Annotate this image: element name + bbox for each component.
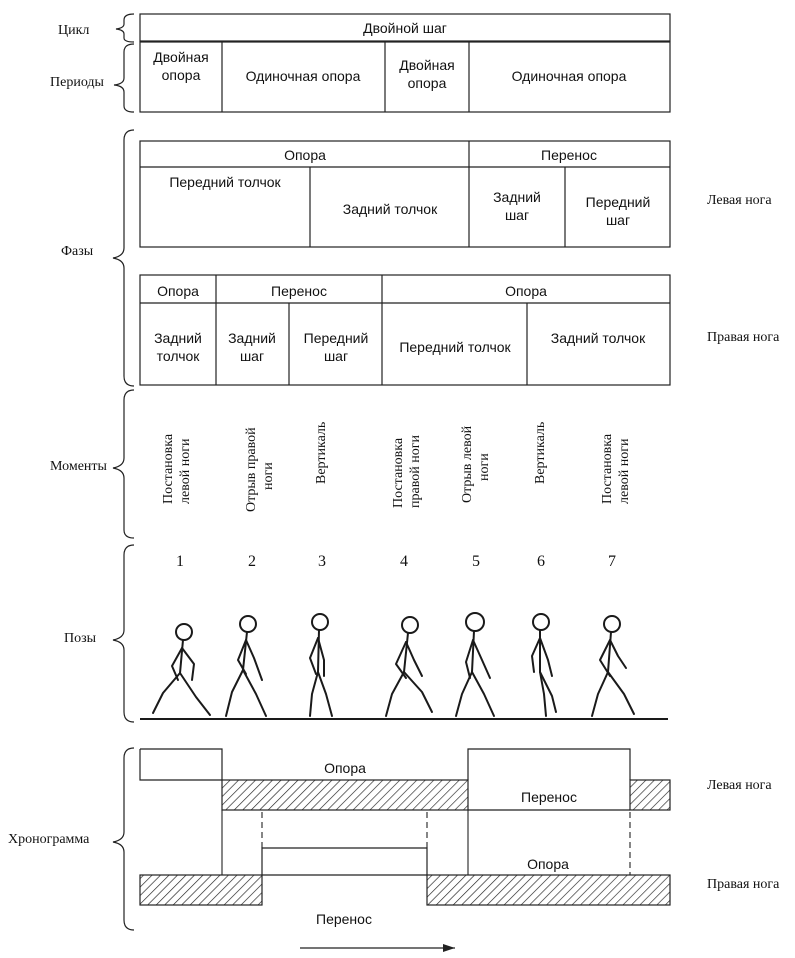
moments-group: Постановка левой ноги Отрыв правой ноги … xyxy=(161,422,632,512)
right-phase-support-1: Опора xyxy=(157,283,199,299)
chrono-right-hatch-1 xyxy=(139,874,263,906)
right-phase-front-step-line2: шаг xyxy=(324,348,348,364)
right-phase-front-step-line1: Передний xyxy=(304,330,369,346)
left-phase-front-push: Передний толчок xyxy=(169,174,281,190)
chrono-right-support-label: Опора xyxy=(527,856,569,872)
side-label-right-leg: Правая нога xyxy=(707,330,780,345)
left-phase-front-step-line1: Передний xyxy=(586,194,651,210)
chrono-right-hatch-2 xyxy=(426,874,671,906)
period-1-line2: опора xyxy=(162,67,201,83)
pose-figure-5 xyxy=(455,612,495,717)
pose-number-1: 1 xyxy=(176,553,184,570)
chrono-left-support-start xyxy=(139,748,223,781)
pose-number-6: 6 xyxy=(537,553,545,570)
left-phase-front-step-line2: шаг xyxy=(606,212,630,228)
moment-1-line2: левой ноги xyxy=(178,438,193,504)
right-phase-rear-step-line1: Задний xyxy=(228,330,276,346)
period-4-label: Одиночная опора xyxy=(512,68,627,84)
row-label-moments: Моменты xyxy=(50,459,108,474)
pose-numbers: 1 2 3 4 5 6 7 xyxy=(176,553,616,570)
braces xyxy=(112,13,135,931)
side-label-left-leg: Левая нога xyxy=(707,193,772,208)
chrono-left-end-hatch xyxy=(629,779,671,811)
brace-phases xyxy=(112,129,135,387)
pose-figure-2 xyxy=(225,615,267,717)
brace-poses xyxy=(112,544,135,723)
chrono-right-transfer-label: Перенос xyxy=(316,911,372,927)
period-1-line1: Двойная xyxy=(153,49,208,65)
left-phase-rear-step-line2: шаг xyxy=(505,207,529,223)
row-label-chronogram: Хронограмма xyxy=(8,832,90,847)
moment-7-line1: Постановка xyxy=(600,433,615,504)
pose-figure-6 xyxy=(531,613,557,717)
chrono-guides xyxy=(221,810,631,875)
cycle-box xyxy=(139,13,671,42)
row-label-periods: Периоды xyxy=(50,75,105,90)
brace-cycle xyxy=(115,13,135,43)
right-phase-rear-push-1-line2: толчок xyxy=(157,348,201,364)
row-label-phases: Фазы xyxy=(61,244,94,259)
pose-figure-1 xyxy=(152,623,211,716)
moment-5-line2: ноги xyxy=(477,453,492,481)
left-phase-support: Опора xyxy=(284,147,326,163)
pose-figure-3 xyxy=(309,613,333,717)
direction-arrow xyxy=(300,944,455,952)
right-phase-transfer: Перенос xyxy=(271,283,327,299)
moment-6-line1: Вертикаль xyxy=(533,422,548,484)
moment-7-line2: левой ноги xyxy=(617,438,632,504)
chronogram-left xyxy=(139,748,671,811)
brace-periods xyxy=(113,43,135,113)
left-phase-rear-step-line1: Задний xyxy=(493,189,541,205)
chronogram-right xyxy=(139,847,671,906)
moment-1-line1: Постановка xyxy=(161,433,176,504)
moment-3-line1: Вертикаль xyxy=(314,422,329,484)
periods-box xyxy=(139,41,671,113)
chrono-left-support-hatch xyxy=(221,779,469,811)
moment-5-line1: Отрыв левой xyxy=(460,425,475,503)
pose-number-3: 3 xyxy=(318,553,326,570)
cycle-label: Двойной шаг xyxy=(363,20,447,36)
right-phase-rear-step-line2: шаг xyxy=(240,348,264,364)
right-phase-support-2: Опора xyxy=(505,283,547,299)
row-label-cycle: Цикл xyxy=(58,23,89,38)
pose-number-7: 7 xyxy=(608,553,616,570)
right-phases-box xyxy=(139,274,671,386)
right-phase-rear-push-1-line1: Задний xyxy=(154,330,202,346)
moment-4-line2: правой ноги xyxy=(408,435,423,508)
right-phase-front-push: Передний толчок xyxy=(399,339,511,355)
chrono-left-transfer-box xyxy=(467,748,631,811)
pose-number-2: 2 xyxy=(248,553,256,570)
pose-figure-7 xyxy=(591,615,635,717)
side-label-left-leg-chrono: Левая нога xyxy=(707,778,772,793)
period-3-line1: Двойная xyxy=(399,57,454,73)
chrono-right-transfer-raise xyxy=(261,847,428,876)
pose-figures xyxy=(152,612,635,717)
side-label-right-leg-chrono: Правая нога xyxy=(707,877,780,892)
period-3-line2: опора xyxy=(408,75,447,91)
moment-4-line1: Постановка xyxy=(391,437,406,508)
pose-figure-4 xyxy=(385,616,433,717)
pose-number-4: 4 xyxy=(400,553,408,570)
brace-moments xyxy=(112,389,135,539)
left-phase-rear-push: Задний толчок xyxy=(343,201,438,217)
moment-2-line2: ноги xyxy=(261,462,276,490)
right-phase-rear-push-2: Задний толчок xyxy=(551,330,646,346)
chrono-left-transfer-label: Перенос xyxy=(521,789,577,805)
left-phase-transfer: Перенос xyxy=(541,147,597,163)
left-phases-box xyxy=(139,140,671,248)
row-label-poses: Позы xyxy=(64,631,97,646)
chrono-left-support-label: Опора xyxy=(324,760,366,776)
period-2-label: Одиночная опора xyxy=(246,68,361,84)
moment-2-line1: Отрыв правой xyxy=(244,427,259,512)
brace-chronogram xyxy=(112,747,135,931)
pose-number-5: 5 xyxy=(472,553,480,570)
